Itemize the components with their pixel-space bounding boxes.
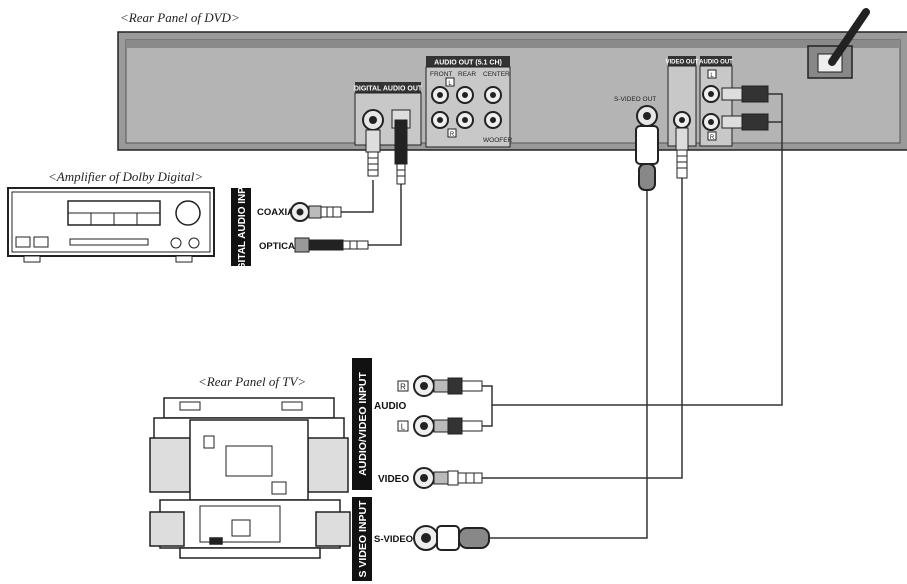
front-r-mark: R	[450, 132, 455, 138]
digital-audio-input-label: DIGITAL AUDIO INPUT	[237, 174, 248, 280]
tv-av-inputs: AUDIO/VIDEO INPUT AUDIO R L VIDEO	[352, 358, 483, 490]
caption-dvd-rear: <Rear Panel of DVD>	[120, 10, 240, 25]
caption-amplifier: <Amplifier of Dolby Digital>	[48, 169, 203, 184]
rear-label: REAR	[458, 71, 476, 78]
tv-rear	[149, 397, 351, 559]
coaxial-label: COAXIAL	[257, 207, 300, 218]
audio-out-label: AUDIO OUT	[699, 60, 733, 66]
amplifier-inputs: DIGITAL AUDIO INPUT COAXIAL OPTICAL	[231, 174, 369, 280]
video-label: VIDEO	[378, 474, 409, 485]
audio-out-block: AUDIO OUT L R	[699, 56, 733, 147]
power-cord	[828, 8, 870, 66]
s-video-out-block: S-VIDEO OUT	[614, 96, 658, 127]
center-label: CENTER	[483, 71, 510, 78]
audio-label: AUDIO	[374, 401, 406, 412]
audio-video-input-label: AUDIO/VIDEO INPUT	[357, 371, 369, 475]
audio-l-mark: L	[401, 423, 406, 432]
optical-label: OPTICAL	[259, 241, 301, 252]
s-video-label: S-VIDEO	[374, 534, 413, 545]
digital-audio-out-label: DIGITAL AUDIO OUT	[354, 86, 423, 93]
caption-tv-rear: <Rear Panel of TV>	[198, 374, 306, 389]
video-out-label: VIDEO OUT	[665, 60, 698, 66]
digital-audio-out-block: DIGITAL AUDIO OUT	[354, 82, 423, 146]
cables	[340, 93, 783, 539]
front-label: FRONT	[430, 71, 452, 78]
s-video-input-label: S VIDEO INPUT	[357, 500, 369, 578]
volume-knob	[175, 200, 201, 226]
audio-out-l-mark: L	[710, 73, 714, 79]
s-video-out-label: S-VIDEO OUT	[614, 96, 656, 103]
amplifier-device	[7, 187, 215, 263]
audio-out-r-mark: R	[710, 135, 715, 141]
dvd-side-plugs	[365, 85, 769, 191]
audio-out-51-label: AUDIO OUT (5.1 CH)	[434, 60, 502, 67]
dvd-rear-panel: DIGITAL AUDIO OUT AUDIO OUT (5.1 CH) FRO…	[117, 8, 907, 151]
audio-r-mark: R	[400, 383, 406, 392]
woofer-label: WOOFER	[483, 137, 513, 144]
front-l-mark: L	[448, 81, 452, 87]
optical-input-jack	[294, 237, 310, 253]
audio-out-51-block: AUDIO OUT (5.1 CH) FRONT REAR CENTER L R…	[425, 56, 513, 148]
tv-s-video-input: S VIDEO INPUT S-VIDEO	[352, 497, 490, 581]
